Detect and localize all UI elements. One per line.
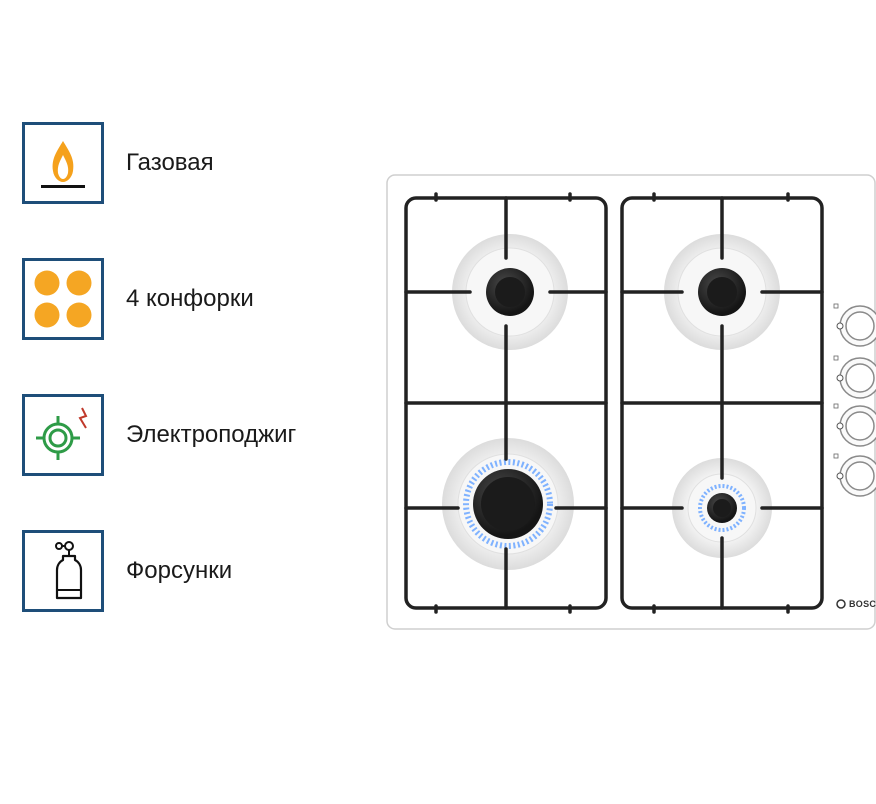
feature-electric-ignition: Электроподжиг xyxy=(22,391,296,479)
feature-four-burners: 4 конфорки xyxy=(22,255,254,343)
control-knobs xyxy=(833,303,876,497)
feature-label-nozzles: Форсунки xyxy=(126,557,233,584)
gas-cylinder-icon xyxy=(22,530,104,612)
feature-nozzles: Форсунки xyxy=(22,527,232,615)
feature-label-gas: Газовая xyxy=(126,149,214,176)
brand-name: BOSCH xyxy=(849,599,876,609)
right-pan-support xyxy=(620,192,824,614)
feature-label-electric-ignition: Электроподжиг xyxy=(126,421,297,448)
electric-ignition-icon xyxy=(22,394,104,476)
gas-flame-icon xyxy=(22,122,104,204)
four-burners-icon xyxy=(22,258,104,340)
gas-hob-image: BOSCH xyxy=(386,174,876,630)
brand-logo: BOSCH xyxy=(836,599,876,609)
left-pan-support xyxy=(404,192,608,614)
feature-label-four-burners: 4 конфорки xyxy=(126,285,254,312)
feature-gas: Газовая xyxy=(22,119,214,207)
